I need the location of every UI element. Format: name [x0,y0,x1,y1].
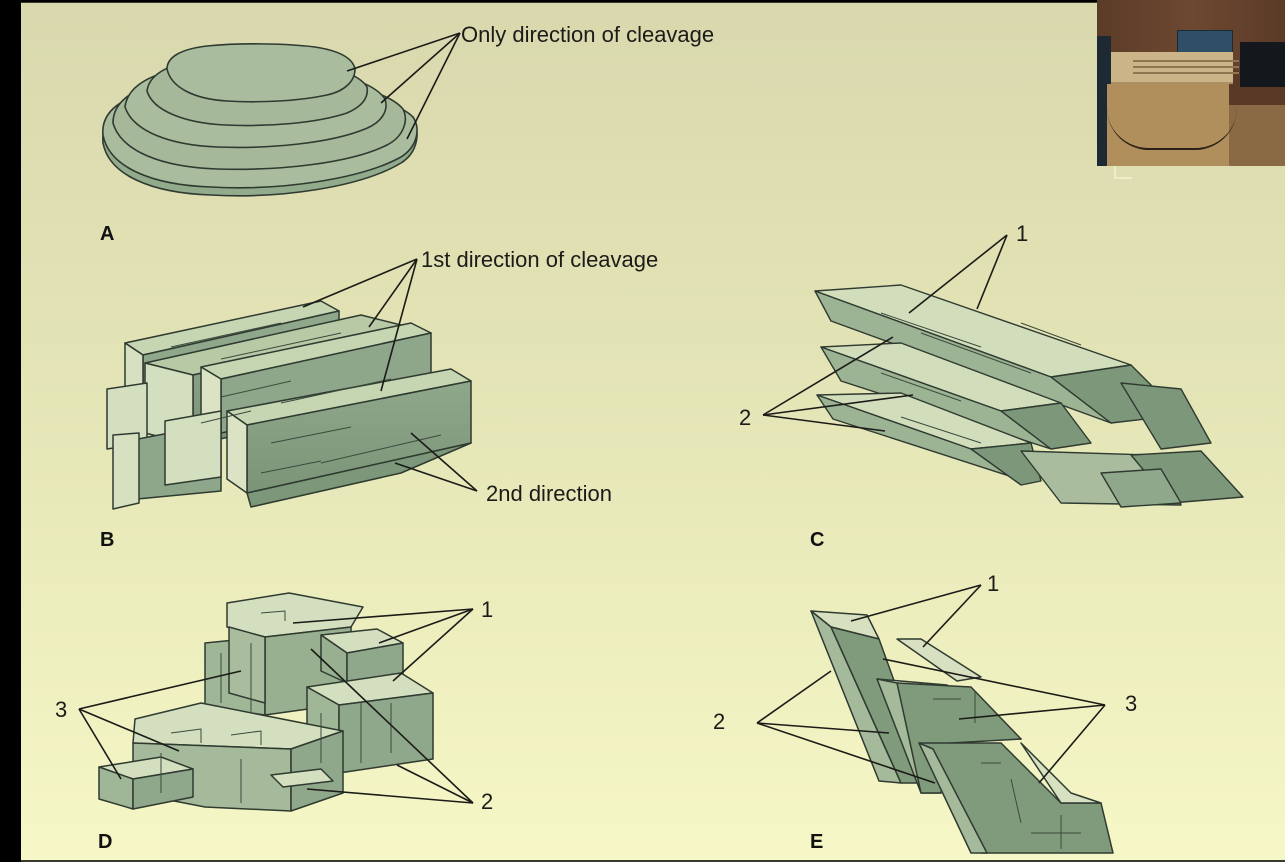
webcam-inset [1097,0,1285,166]
label-e-3: 3 [1125,691,1138,716]
slide: Only direction of cleavage A 1st directi… [21,2,1285,862]
webcam-screen [1240,42,1285,87]
panel-letter-c: C [810,529,825,551]
panel-c-leaders [762,234,1008,432]
label-c-2: 2 [739,405,752,430]
label-c-1: 1 [1016,221,1029,246]
label-d-2: 2 [481,789,494,814]
label-e-1: 1 [987,571,1000,596]
panel-letter-e: E [810,831,824,853]
label-d-1: 1 [481,597,494,622]
webcam-floor [1227,105,1285,166]
panel-d-leaders [78,608,474,804]
webcam-lectern-top [1111,52,1239,84]
panel-letter-d: D [98,831,113,853]
label-a-only-direction: Only direction of cleavage [461,22,715,47]
panel-letter-a: A [100,223,115,245]
sheet-layer [166,43,356,103]
panel-b-leaders [302,258,478,492]
panel-b-prisms [106,300,472,510]
panel-letter-b: B [100,529,115,551]
label-b-first-direction: 1st direction of cleavage [421,247,659,272]
webcam-corner-mark [1114,163,1132,179]
webcam-monitor [1177,30,1233,56]
panel-e-leaders [756,584,1106,784]
cleavage-illustrations [78,32,1244,854]
panel-d-blocks [98,592,434,812]
panel-e-rhombs [810,610,1114,854]
label-b-second-direction: 2nd direction [486,481,612,506]
panel-a-sheets [102,43,418,197]
webcam-cable [1107,108,1237,150]
label-d-3: 3 [55,697,68,722]
panel-a-leaders [346,32,461,140]
panel-c-prisms [814,284,1244,508]
label-e-2: 2 [713,709,726,734]
